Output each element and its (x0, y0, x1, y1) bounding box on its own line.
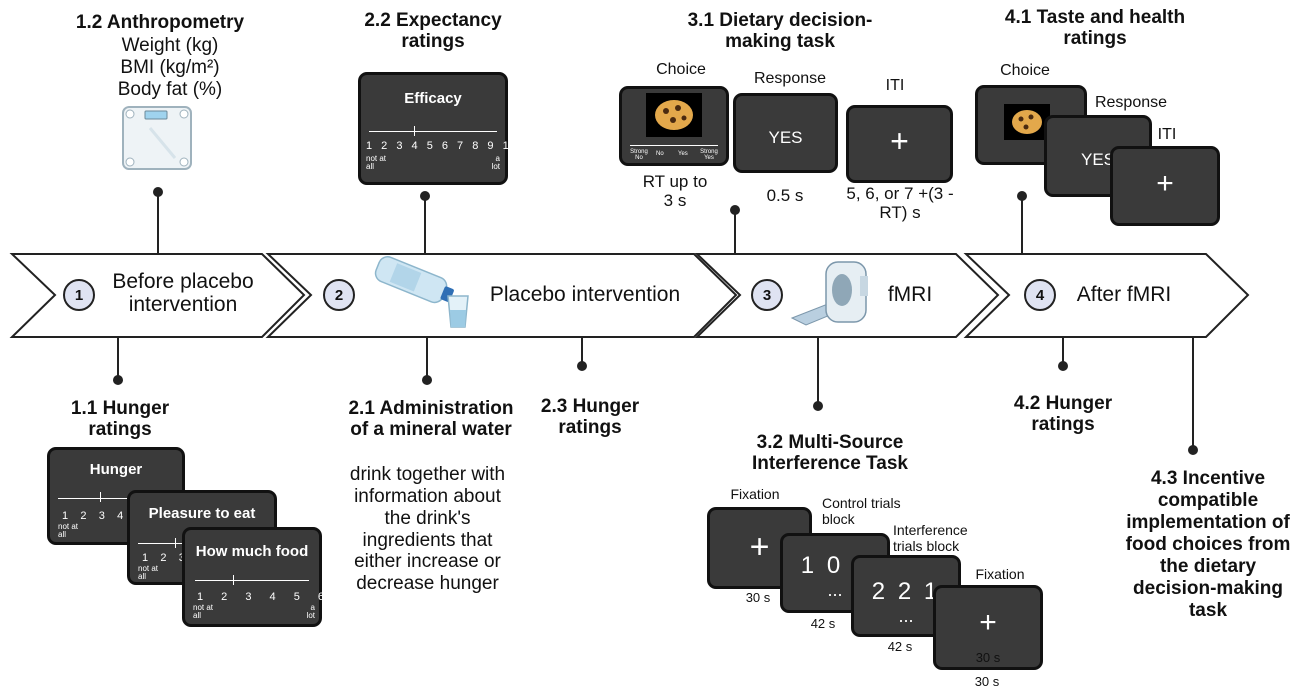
dietary-scale-yes: Yes (678, 151, 688, 157)
cookie-image-2 (1004, 104, 1050, 140)
msit-control-label: Control trials block (822, 495, 901, 527)
dietary-iti-plus: + (890, 123, 909, 159)
stage-4-chevron (963, 253, 1250, 338)
efficacy-screen-high: a lot (491, 154, 500, 171)
dietary-choice-time: RT up to 3 s (642, 172, 708, 211)
dietary-iti-time: 5, 6, or 7 +(3 - RT) s (846, 184, 954, 223)
efficacy-screen-title: Efficacy (404, 90, 462, 107)
msit-interference-ellipsis: ... (898, 606, 914, 626)
stage-1-chevron (9, 253, 306, 338)
dietary-choice-screen: Strong No No Yes Strong Yes (619, 86, 729, 166)
dietary-iti-screen: + (846, 105, 953, 183)
mri-scanner-illustration (790, 261, 868, 326)
stage-3-label: fMRI (887, 283, 933, 306)
scale-illustration (122, 106, 192, 170)
stage-3-badge: 3 (751, 279, 783, 311)
msit-fixation2-plus: + (979, 606, 997, 639)
pleasure-screen-title: Pleasure to eat (148, 505, 256, 522)
dietary-response-time: 0.5 s (766, 186, 804, 205)
expectancy-ratings-title: 2.2 Expectancy ratings (364, 10, 502, 53)
taste-iti-screen: + (1110, 146, 1220, 226)
efficacy-screen-scale: 1 2 3 4 5 6 7 8 9 10 (366, 140, 521, 152)
taste-response-text: YES (1080, 150, 1116, 169)
taste-iti-label: ITI (1157, 126, 1177, 143)
how-much-food-screen-scale: 1 2 3 4 5 6 7 (197, 591, 356, 603)
dietary-scale-strong-no: Strong No (630, 149, 648, 161)
msit-interference-label: Interference trials block (893, 522, 968, 554)
dietary-response-text: YES (768, 128, 803, 147)
taste-iti-plus: + (1156, 167, 1174, 200)
hunger-ratings-4-title: 4.2 Hunger ratings (1013, 393, 1113, 436)
dietary-response-label: Response (753, 70, 827, 87)
msit-fixation-label: Fixation (730, 486, 780, 502)
msit-time-3: 42 s (887, 639, 913, 654)
msit-fixation2-label: Fixation (975, 566, 1025, 582)
stage-4-label: After fMRI (1076, 283, 1172, 306)
msit-fixation-plus: + (749, 528, 770, 566)
stage-4-badge: 4 (1024, 279, 1056, 311)
how-much-food-screen-title: How much food (195, 543, 309, 560)
how-much-food-screen: How much food 1 2 3 4 5 6 7 not at all a… (182, 527, 348, 627)
taste-choice-label: Choice (1000, 62, 1050, 79)
msit-fixation2-screen: + 30 s (933, 585, 1043, 670)
stage-1-badge: 1 (63, 279, 95, 311)
stage-1-label: Before placebo intervention (112, 270, 254, 317)
msit-time-2: 42 s (810, 616, 836, 631)
msit-time-5: 30 s (974, 674, 1000, 689)
how-much-food-screen-low: not at all (193, 603, 214, 620)
dietary-scale-no: No (656, 151, 664, 157)
efficacy-screen-low: not at all (366, 154, 387, 171)
msit-time-1: 30 s (745, 590, 771, 605)
water-bottle-illustration (374, 256, 469, 328)
hunger-screen-scale: 1 2 3 4 (62, 510, 128, 522)
msit-control-ellipsis: ... (827, 580, 843, 600)
stage-2-label: Placebo intervention (489, 283, 681, 306)
hunger-screen-title: Hunger (89, 461, 143, 478)
dietary-iti-label: ITI (885, 77, 905, 94)
dietary-choice-label: Choice (656, 61, 706, 78)
pleasure-screen-low: not at all (138, 564, 159, 581)
cookie-image (646, 93, 702, 137)
dietary-response-screen: YES (733, 93, 838, 173)
administration-body: drink together with information about th… (349, 464, 506, 595)
hunger-ratings-1-title: 1.1 Hunger ratings (70, 398, 170, 441)
efficacy-screen: Efficacy 1 2 3 4 5 6 7 8 9 10 not at all… (358, 72, 518, 185)
hunger-screen-low: not at all (58, 522, 79, 539)
administration-title: 2.1 Administration of a mineral water (348, 398, 514, 441)
incentive-title: 4.3 Incentive compatible implementation … (1125, 468, 1291, 622)
stage-2-badge: 2 (323, 279, 355, 311)
anthropometry-bodyfat: Body fat (%) (117, 79, 223, 100)
taste-health-title: 4.1 Taste and health ratings (1004, 7, 1186, 50)
msit-interference-digits: 2 2 1 (871, 578, 941, 605)
anthropometry-weight: Weight (kg) (121, 35, 219, 56)
msit-title: 3.2 Multi-Source Interference Task (752, 432, 908, 475)
taste-response-label: Response (1094, 94, 1168, 111)
msit-fixation2-time-inner: 30 s (975, 650, 1001, 665)
dietary-task-title: 3.1 Dietary decision-making task (687, 10, 873, 53)
anthropometry-title: 1.2 Anthropometry (75, 12, 245, 33)
hunger-ratings-2-title: 2.3 Hunger ratings (540, 396, 640, 439)
how-much-food-screen-high: a lot (306, 603, 315, 620)
pleasure-screen-scale: 1 2 3 (142, 552, 190, 564)
anthropometry-bmi: BMI (kg/m²) (120, 57, 220, 78)
dietary-scale-strong-yes: Strong Yes (700, 149, 718, 161)
